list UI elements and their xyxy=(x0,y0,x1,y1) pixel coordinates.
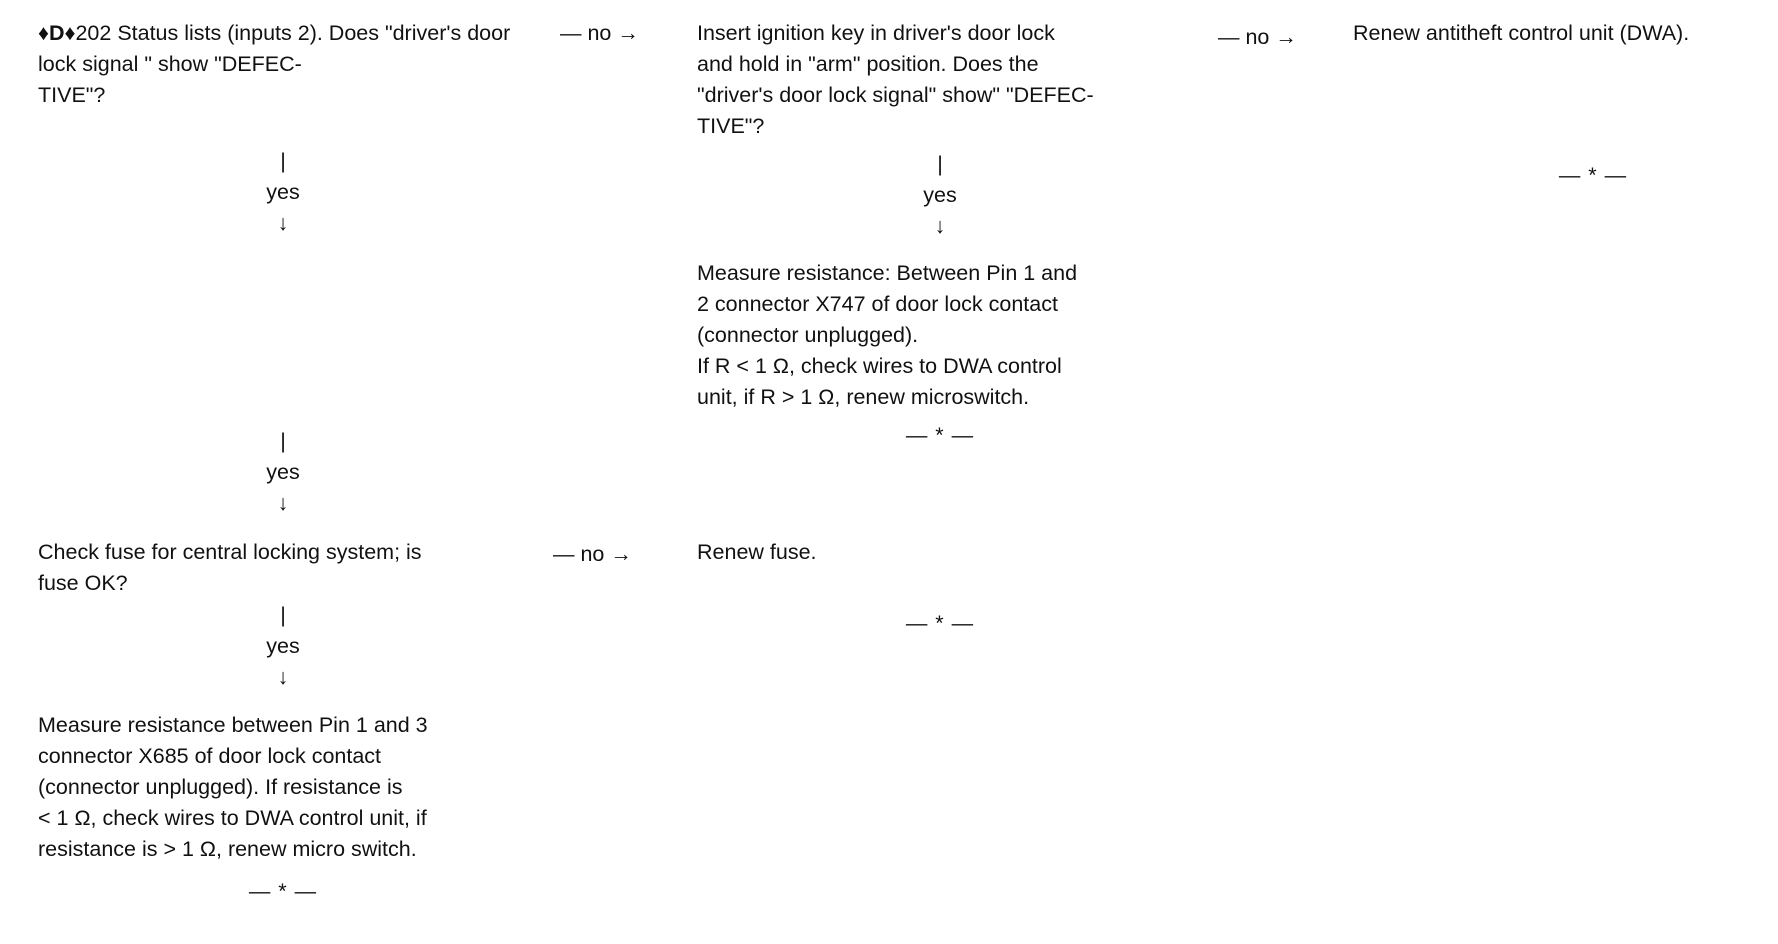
yes-label: yes xyxy=(923,183,957,207)
no-arrow-fuse: — no → xyxy=(553,542,632,566)
diagnosis-marker: ♦D♦ xyxy=(38,21,76,45)
end-marker-dwa: — * — xyxy=(1558,163,1628,187)
renew-fuse-action: Renew fuse. xyxy=(697,540,817,564)
flow-bar: | xyxy=(280,603,286,627)
end-marker-x685: — * — xyxy=(248,879,318,903)
flow-bar: | xyxy=(280,429,286,453)
measure-x685-step: Measure resistance between Pin 1 and 3 c… xyxy=(38,713,428,861)
end-marker-x747: — * — xyxy=(905,423,975,447)
renew-dwa-action: Renew antitheft control unit (DWA). xyxy=(1353,21,1690,45)
end-marker-fuse: — * — xyxy=(905,611,975,635)
flow-bar: | xyxy=(937,152,943,176)
yes-label: yes xyxy=(266,460,300,484)
yes-flow-ignition: | yes ↓ xyxy=(880,149,1000,242)
no-arrow-start: — no → xyxy=(560,21,639,45)
ignition-check-question: Insert ignition key in driver's door loc… xyxy=(697,21,1094,138)
down-arrow-icon: ↓ xyxy=(934,214,946,238)
yes-flow-start-lower: | yes ↓ xyxy=(223,426,343,519)
no-arrow-ignition: — no → xyxy=(1218,25,1297,49)
yes-label: yes xyxy=(266,634,300,658)
down-arrow-icon: ↓ xyxy=(277,211,289,235)
start-question: ♦D♦202 Status lists (inputs 2). Does "dr… xyxy=(38,18,528,111)
down-arrow-icon: ↓ xyxy=(277,665,289,689)
fuse-check-question: Check fuse for central locking system; i… xyxy=(38,540,422,595)
flow-bar: | xyxy=(280,149,286,173)
measure-x747-step: Measure resistance: Between Pin 1 and 2 … xyxy=(697,261,1078,409)
yes-flow-fuse: | yes ↓ xyxy=(223,600,343,693)
down-arrow-icon: ↓ xyxy=(277,491,289,515)
yes-label: yes xyxy=(266,180,300,204)
yes-flow-start-upper: | yes ↓ xyxy=(223,146,343,239)
start-question-text: 202 Status lists (inputs 2). Does "drive… xyxy=(38,21,511,107)
